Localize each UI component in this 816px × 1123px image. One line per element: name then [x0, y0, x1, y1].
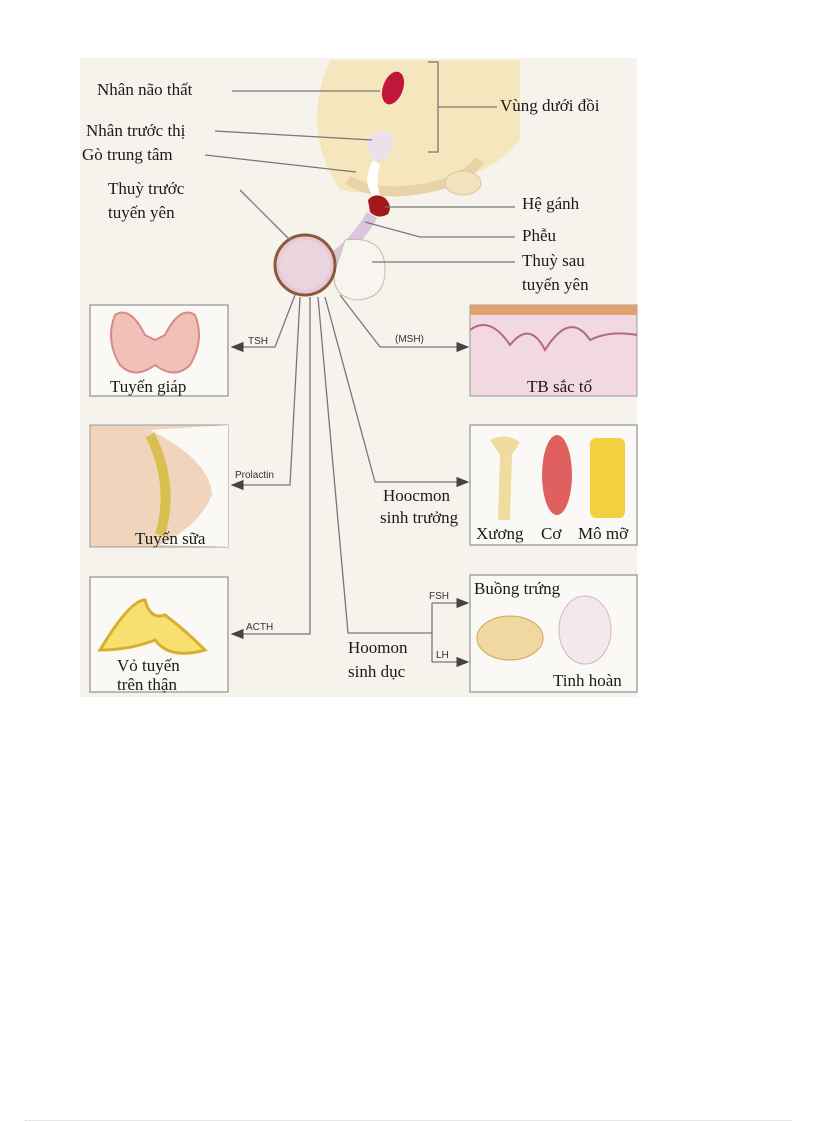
label-bone: Xương — [476, 524, 524, 543]
hormone-arrows — [230, 294, 470, 668]
thyroid-illustration — [110, 311, 200, 374]
muscle-illustration — [542, 435, 572, 515]
pituitary-gland — [273, 211, 386, 301]
label-adrenal-cortex: Vỏ tuyến — [117, 656, 180, 675]
pigment-cells-illustration — [469, 324, 638, 353]
mammary-gland-illustration — [145, 432, 171, 537]
adrenal-cortex-illustration — [97, 598, 208, 655]
label-leader-lines — [204, 61, 515, 263]
label-posterior-lobe-2: tuyến yên — [522, 275, 589, 294]
label-portal-system: Hệ gánh — [522, 194, 580, 213]
label-hypothalamus: Vùng dưới đồi — [500, 96, 600, 115]
skin-box — [469, 304, 638, 397]
label-anterior-lobe: Thuỳ trước — [108, 179, 185, 198]
label-growth-hormone: Hoocmon — [383, 486, 451, 505]
testis-illustration — [558, 595, 612, 665]
label-mammary-gland: Tuyến sữa — [135, 529, 206, 548]
bone-illustration — [490, 436, 520, 520]
label-infundibulum: Phễu — [522, 226, 557, 245]
fat-illustration — [590, 438, 625, 518]
mammary-outline — [150, 425, 228, 547]
label-testis: Tinh hoàn — [553, 671, 622, 690]
label-tsh: TSH — [248, 336, 268, 347]
label-sex-hormone: Hoomon — [348, 638, 408, 657]
label-fat: Mô mỡ — [578, 524, 629, 543]
label-median-eminence: Gò trung tâm — [82, 145, 173, 164]
ovary-illustration — [476, 615, 544, 661]
label-acth: ACTH — [246, 622, 273, 633]
skin-surface — [470, 305, 637, 315]
label-fsh: FSH — [429, 591, 449, 602]
label-paraventricular-nucleus: Nhân não thất — [97, 80, 193, 99]
label-pigment-cells: TB sắc tố — [527, 377, 593, 396]
paraventricular-nucleus — [381, 71, 405, 105]
label-thyroid: Tuyến giáp — [110, 377, 186, 396]
label-sex-hormone-2: sinh dục — [348, 662, 406, 681]
label-anterior-lobe-2: tuyến yên — [108, 203, 175, 222]
label-growth-hormone-2: sinh trưởng — [380, 508, 459, 527]
hypothalamus-illustration — [317, 60, 520, 217]
portal-system — [368, 195, 390, 217]
label-preoptic-nucleus: Nhân trước thị — [86, 121, 186, 140]
label-msh: (MSH) — [395, 334, 424, 345]
page-footer-rule — [25, 1120, 791, 1121]
label-adrenal-cortex-2: trên thận — [117, 675, 177, 694]
label-ovary: Buồng trứng — [474, 579, 561, 598]
label-prolactin: Prolactin — [235, 470, 274, 481]
label-posterior-lobe: Thuỳ sau — [522, 251, 585, 270]
label-muscle: Cơ — [541, 524, 562, 543]
label-lh: LH — [436, 650, 449, 661]
